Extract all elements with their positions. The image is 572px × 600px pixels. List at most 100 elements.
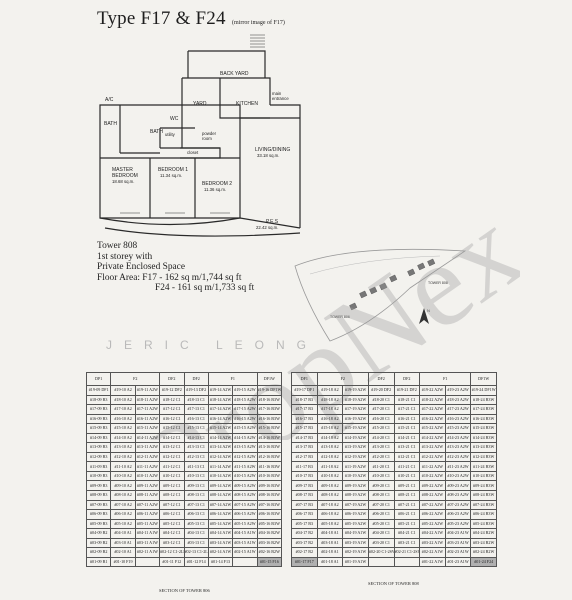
unit-cell: #06-16 B3W xyxy=(256,509,283,520)
unit-cell: #17-10 A2 xyxy=(110,404,136,415)
table-header-cell: F1 xyxy=(419,372,472,386)
unit-cell: #02-14 A1W xyxy=(207,547,234,558)
table-row: #09-17 B3#09-18 A2#09-19 A2W#09-20 C1#09… xyxy=(291,480,497,491)
unit-cell: #01-15 F16 xyxy=(256,556,283,568)
unit-cell: #06-21 C1 xyxy=(393,509,421,520)
unit-cell: #07-20 C1 xyxy=(367,499,395,511)
unit-cell: #05-09 B3 xyxy=(85,518,112,530)
unit-cell: #14-13 C1 xyxy=(183,432,209,444)
powder-room-label: powder xyxy=(202,131,217,136)
unit-cell: #12-13 C1 xyxy=(183,451,209,463)
unit-cell: #05-16 B3W xyxy=(256,518,283,530)
unit-cell: #18-18 A2 xyxy=(316,394,344,406)
master-bedroom-label: MASTER xyxy=(112,167,133,173)
unit-cell: #14-18 A2 xyxy=(316,432,344,444)
unit-cell: #18-09 B3 xyxy=(85,394,112,406)
unit-cell: #08-17 B3 xyxy=(291,490,318,501)
unit-cell: #13-10 A2 xyxy=(110,442,136,453)
unit-cell: #17-18 A2 xyxy=(316,404,344,415)
unit-cell: #03-16 B2W xyxy=(256,537,283,549)
unit-cell: #14-14 A2W xyxy=(207,432,234,444)
table-row: #12-09 B3#12-10 A2#12-11 A2W#12-12 C1#12… xyxy=(85,451,283,463)
unit-cell: #12-09 B3 xyxy=(85,451,112,463)
unit-cell: #18-16 B3W xyxy=(256,394,283,406)
unit-cell: #06-24 B3W xyxy=(470,509,497,520)
unit-cell: #05-15 A2W xyxy=(232,518,258,530)
unit-cell: #18-24 B3W xyxy=(470,394,497,406)
unit-cell: #09-09 B3 xyxy=(85,480,112,491)
unit-cell xyxy=(367,556,395,568)
unit-cell: #09-10 A2 xyxy=(110,480,136,491)
table-row: #07-09 B3#07-10 A2#07-11 A2W#07-12 C1#07… xyxy=(85,499,283,511)
unit-cell: #17-09 B3 xyxy=(85,404,112,415)
unit-cell: #12-15 A2W xyxy=(232,451,258,463)
unit-cell: #04-21 C1 xyxy=(393,528,421,539)
unit-cell: #06-15 A2W xyxy=(232,509,258,520)
unit-cell: #10-20 C1 xyxy=(367,470,395,482)
unit-cell: #02-23 A1W xyxy=(444,547,472,558)
floor-area-f24: F24 - 161 sq m/1,733 sq ft xyxy=(155,283,255,294)
table-row: #18-09 B3#18-10 A2#18-11 A2W#18-12 C1#18… xyxy=(85,394,283,406)
unit-cell: #06-22 A2W xyxy=(419,509,446,520)
unit-cell: #04-19 A1W xyxy=(342,528,369,539)
table-row: #09-09 B3#09-10 A2#09-11 A2W#09-12 C1#09… xyxy=(85,480,283,491)
unit-cell: #11-24 B3W xyxy=(470,461,497,472)
unit-cell: #05-14 A2W xyxy=(207,518,234,530)
unit-cell: #11-10 A2 xyxy=(110,461,136,472)
unit-cell: #11-12 C1 xyxy=(159,461,185,472)
unit-cell: #06-11 A2W xyxy=(134,509,161,520)
bedroom-2-area: 11.36 sq.m. xyxy=(204,187,226,192)
unit-cell: #05-19 A2W xyxy=(342,518,369,530)
unit-cell: #01-18 A1 xyxy=(316,556,344,568)
unit-cell: #17-17 B3 xyxy=(291,404,318,415)
unit-cell: #11-23 A2W xyxy=(444,461,472,472)
unit-cell: #04-23 A1W xyxy=(444,528,472,539)
unit-cell: #08-20 C1 xyxy=(367,490,395,501)
unit-cell: #02-12 C1-2LB xyxy=(159,547,185,558)
unit-cell: #15-23 A2W xyxy=(444,423,472,434)
living-dining-label: LIVING/DINING xyxy=(255,147,290,153)
unit-cell: #14-16 B3W xyxy=(256,432,283,444)
table-row: #08-17 B3#08-18 A2#08-19 A2W#08-20 C1#08… xyxy=(291,490,497,501)
unit-cell: #12-23 A2W xyxy=(444,451,472,463)
unit-cell: #05-11 A2W xyxy=(134,518,161,530)
unit-cell: #04-11 A1W xyxy=(134,528,161,539)
unit-cell: #14-23 A2W xyxy=(444,432,472,444)
table-row: #14-17 B3#14-18 A2#14-19 A2W#14-20 C1#14… xyxy=(291,432,497,444)
unit-cell: #13-23 A2W xyxy=(444,442,472,453)
unit-cell: #18-21 C1 xyxy=(393,394,421,406)
unit-cell: #16-12 C1 xyxy=(159,413,185,425)
table-row: #06-09 B3#06-10 A2#06-11 A2W#06-12 C1#06… xyxy=(85,509,283,520)
yard-label: YARD xyxy=(193,101,207,107)
unit-cell: #09-23 A2W xyxy=(444,480,472,491)
unit-cell: #05-23 A2W xyxy=(444,518,472,530)
unit-cell: #04-16 B2W xyxy=(256,528,283,539)
unit-cell: #03-19 A1W xyxy=(342,537,369,549)
bedroom-1-area: 11.34 sq.m. xyxy=(160,173,182,178)
unit-cell: #15-16 B3W xyxy=(256,423,283,434)
unit-cell: #11-14 A2W xyxy=(207,461,234,472)
unit-cell: #03-10 A1 xyxy=(110,537,136,549)
unit-cell: #15-12 C1 xyxy=(159,423,185,434)
unit-cell: #01-24 F24 xyxy=(470,556,497,568)
unit-cell: #12-11 A2W xyxy=(134,451,161,463)
unit-cell: #13-14 A2W xyxy=(207,442,234,453)
unit-cell: #04-09 B2 xyxy=(85,528,112,539)
unit-cell: #04-14 A1W xyxy=(207,528,234,539)
unit-cell: #18-23 A2W xyxy=(444,394,472,406)
unit-cell: #13-16 B3W xyxy=(256,442,283,453)
unit-cell: #16-09 B3 xyxy=(85,413,112,425)
unit-cell: #08-13 C1 xyxy=(183,490,209,501)
unit-cell: #13-17 B3 xyxy=(291,442,318,453)
unit-cell: #05-22 A2W xyxy=(419,518,446,530)
site-tower-806-label: TOWER 806 xyxy=(330,315,350,319)
master-bedroom-label-2: BEDROOM xyxy=(112,173,138,179)
unit-cell: #02-16 B2W xyxy=(256,547,283,558)
unit-cell: #12-17 B3 xyxy=(291,451,318,463)
unit-cell: #10-22 A2W xyxy=(419,470,446,482)
unit-cell: #19-24 DF1W xyxy=(470,385,497,396)
unit-cell: #12-14 A2W xyxy=(207,451,234,463)
unit-cell: #06-19 A2W xyxy=(342,509,369,520)
unit-cell: #03-17 B2 xyxy=(291,537,318,549)
unit-cell: #10-18 A2 xyxy=(316,470,344,482)
